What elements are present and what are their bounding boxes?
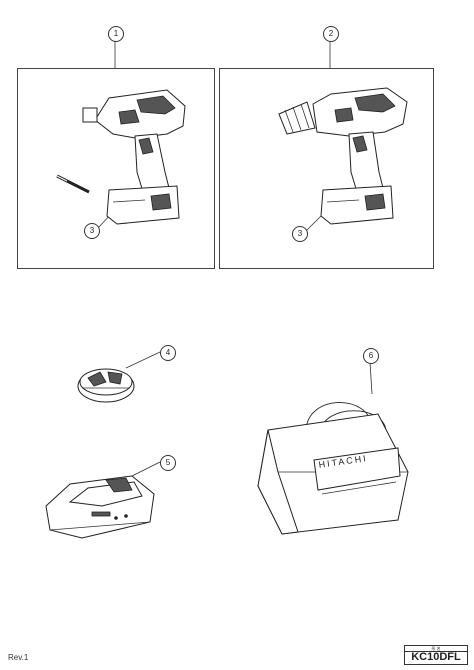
callout-1: 1 <box>108 26 124 42</box>
item-1-frame <box>17 68 215 269</box>
callout-4: 4 <box>160 345 176 361</box>
callout-3-left: 3 <box>84 223 100 239</box>
model-title-block: 形 名 KC10DFL <box>404 645 468 665</box>
callout-6: 6 <box>363 348 379 364</box>
impact-driver-drawing <box>56 89 186 225</box>
charger-drawing <box>45 475 155 539</box>
item-2-frame <box>219 68 434 269</box>
callout-3-right: 3 <box>292 226 308 242</box>
battery-cover-drawing <box>77 368 135 403</box>
callout-5: 5 <box>160 455 176 471</box>
model-number: KC10DFL <box>411 651 461 663</box>
callout-2: 2 <box>323 26 339 42</box>
revision-label: Rev.1 <box>8 653 29 662</box>
model-header: 形 名 <box>405 646 467 652</box>
tool-bag-drawing <box>257 402 409 535</box>
drill-driver-drawing <box>278 87 408 225</box>
